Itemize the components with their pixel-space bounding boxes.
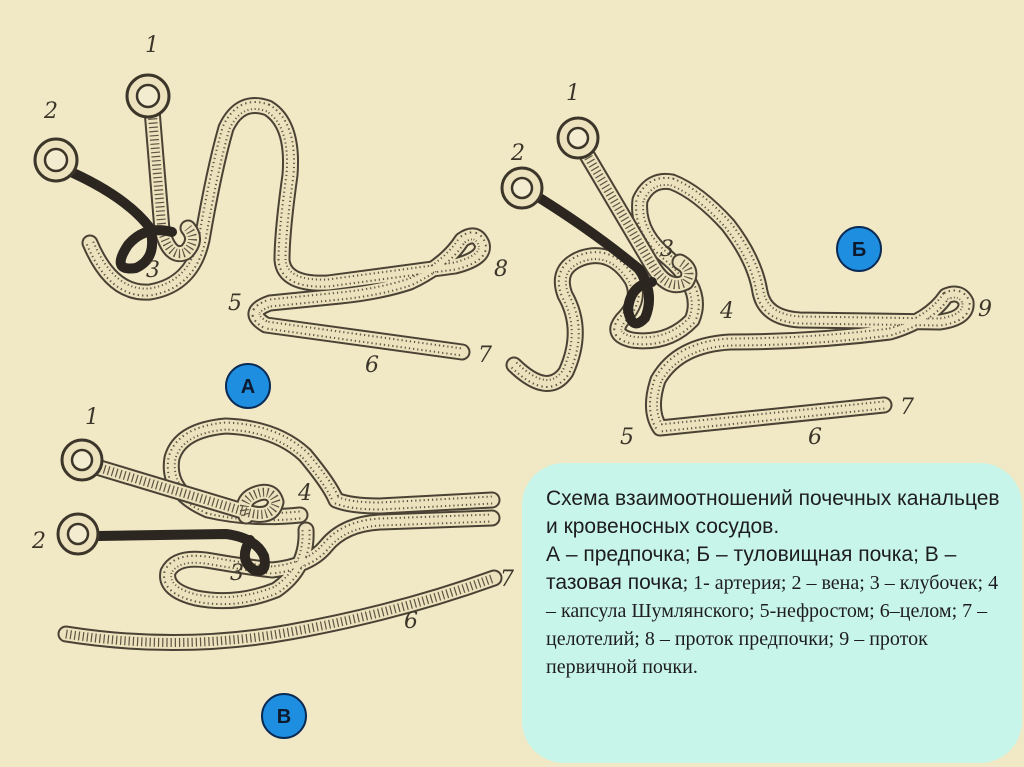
diagram-b-vein-vessel bbox=[502, 168, 542, 208]
svg-text:В: В bbox=[277, 706, 291, 728]
diagram-b-artery-vessel bbox=[558, 118, 598, 158]
svg-text:Б: Б bbox=[852, 239, 866, 261]
diagram-c: 1 2 3 4 6 7 В bbox=[31, 405, 514, 738]
label-c-3: 3 bbox=[230, 561, 244, 586]
caption-box: Схема взаимоотношений почечных канальцев… bbox=[522, 463, 1022, 763]
label-a-5: 5 bbox=[228, 291, 242, 316]
label-a-7: 7 bbox=[478, 343, 492, 368]
badge-a: А bbox=[226, 364, 270, 408]
label-a-8: 8 bbox=[494, 257, 508, 282]
label-c-1: 1 bbox=[85, 405, 99, 430]
diagram-b: 1 2 3 4 5 6 7 9 Б bbox=[502, 81, 992, 450]
label-b-7: 7 bbox=[900, 395, 914, 420]
label-a-1: 1 bbox=[145, 33, 159, 58]
svg-text:А: А bbox=[241, 376, 255, 398]
label-c-6: 6 bbox=[404, 609, 418, 634]
label-b-2: 2 bbox=[510, 141, 525, 166]
label-c-7: 7 bbox=[500, 567, 514, 592]
diagram-a-artery-vessel bbox=[127, 75, 169, 117]
label-b-4: 4 bbox=[719, 299, 734, 324]
label-b-1: 1 bbox=[566, 81, 580, 106]
label-b-3: 3 bbox=[660, 237, 674, 262]
label-b-9: 9 bbox=[978, 297, 992, 322]
diagram-b-tubule bbox=[514, 181, 966, 428]
diagram-c-artery-vessel bbox=[62, 440, 102, 480]
label-a-6: 6 bbox=[365, 353, 379, 378]
label-a-2: 2 bbox=[43, 99, 58, 124]
label-b-5: 5 bbox=[620, 425, 634, 450]
badge-b: Б bbox=[837, 227, 881, 271]
badge-c: В bbox=[262, 694, 306, 738]
label-a-3: 3 bbox=[146, 258, 160, 283]
diagram-a: 1 2 3 5 6 7 8 А bbox=[35, 33, 508, 408]
caption-title: Схема взаимоотношений почечных канальцев… bbox=[546, 487, 1000, 538]
diagram-a-vein-vessel bbox=[35, 139, 77, 181]
diagram-c-vein-vessel bbox=[58, 514, 98, 554]
label-c-2: 2 bbox=[31, 529, 46, 554]
label-c-4: 4 bbox=[297, 481, 312, 506]
label-b-6: 6 bbox=[808, 425, 822, 450]
